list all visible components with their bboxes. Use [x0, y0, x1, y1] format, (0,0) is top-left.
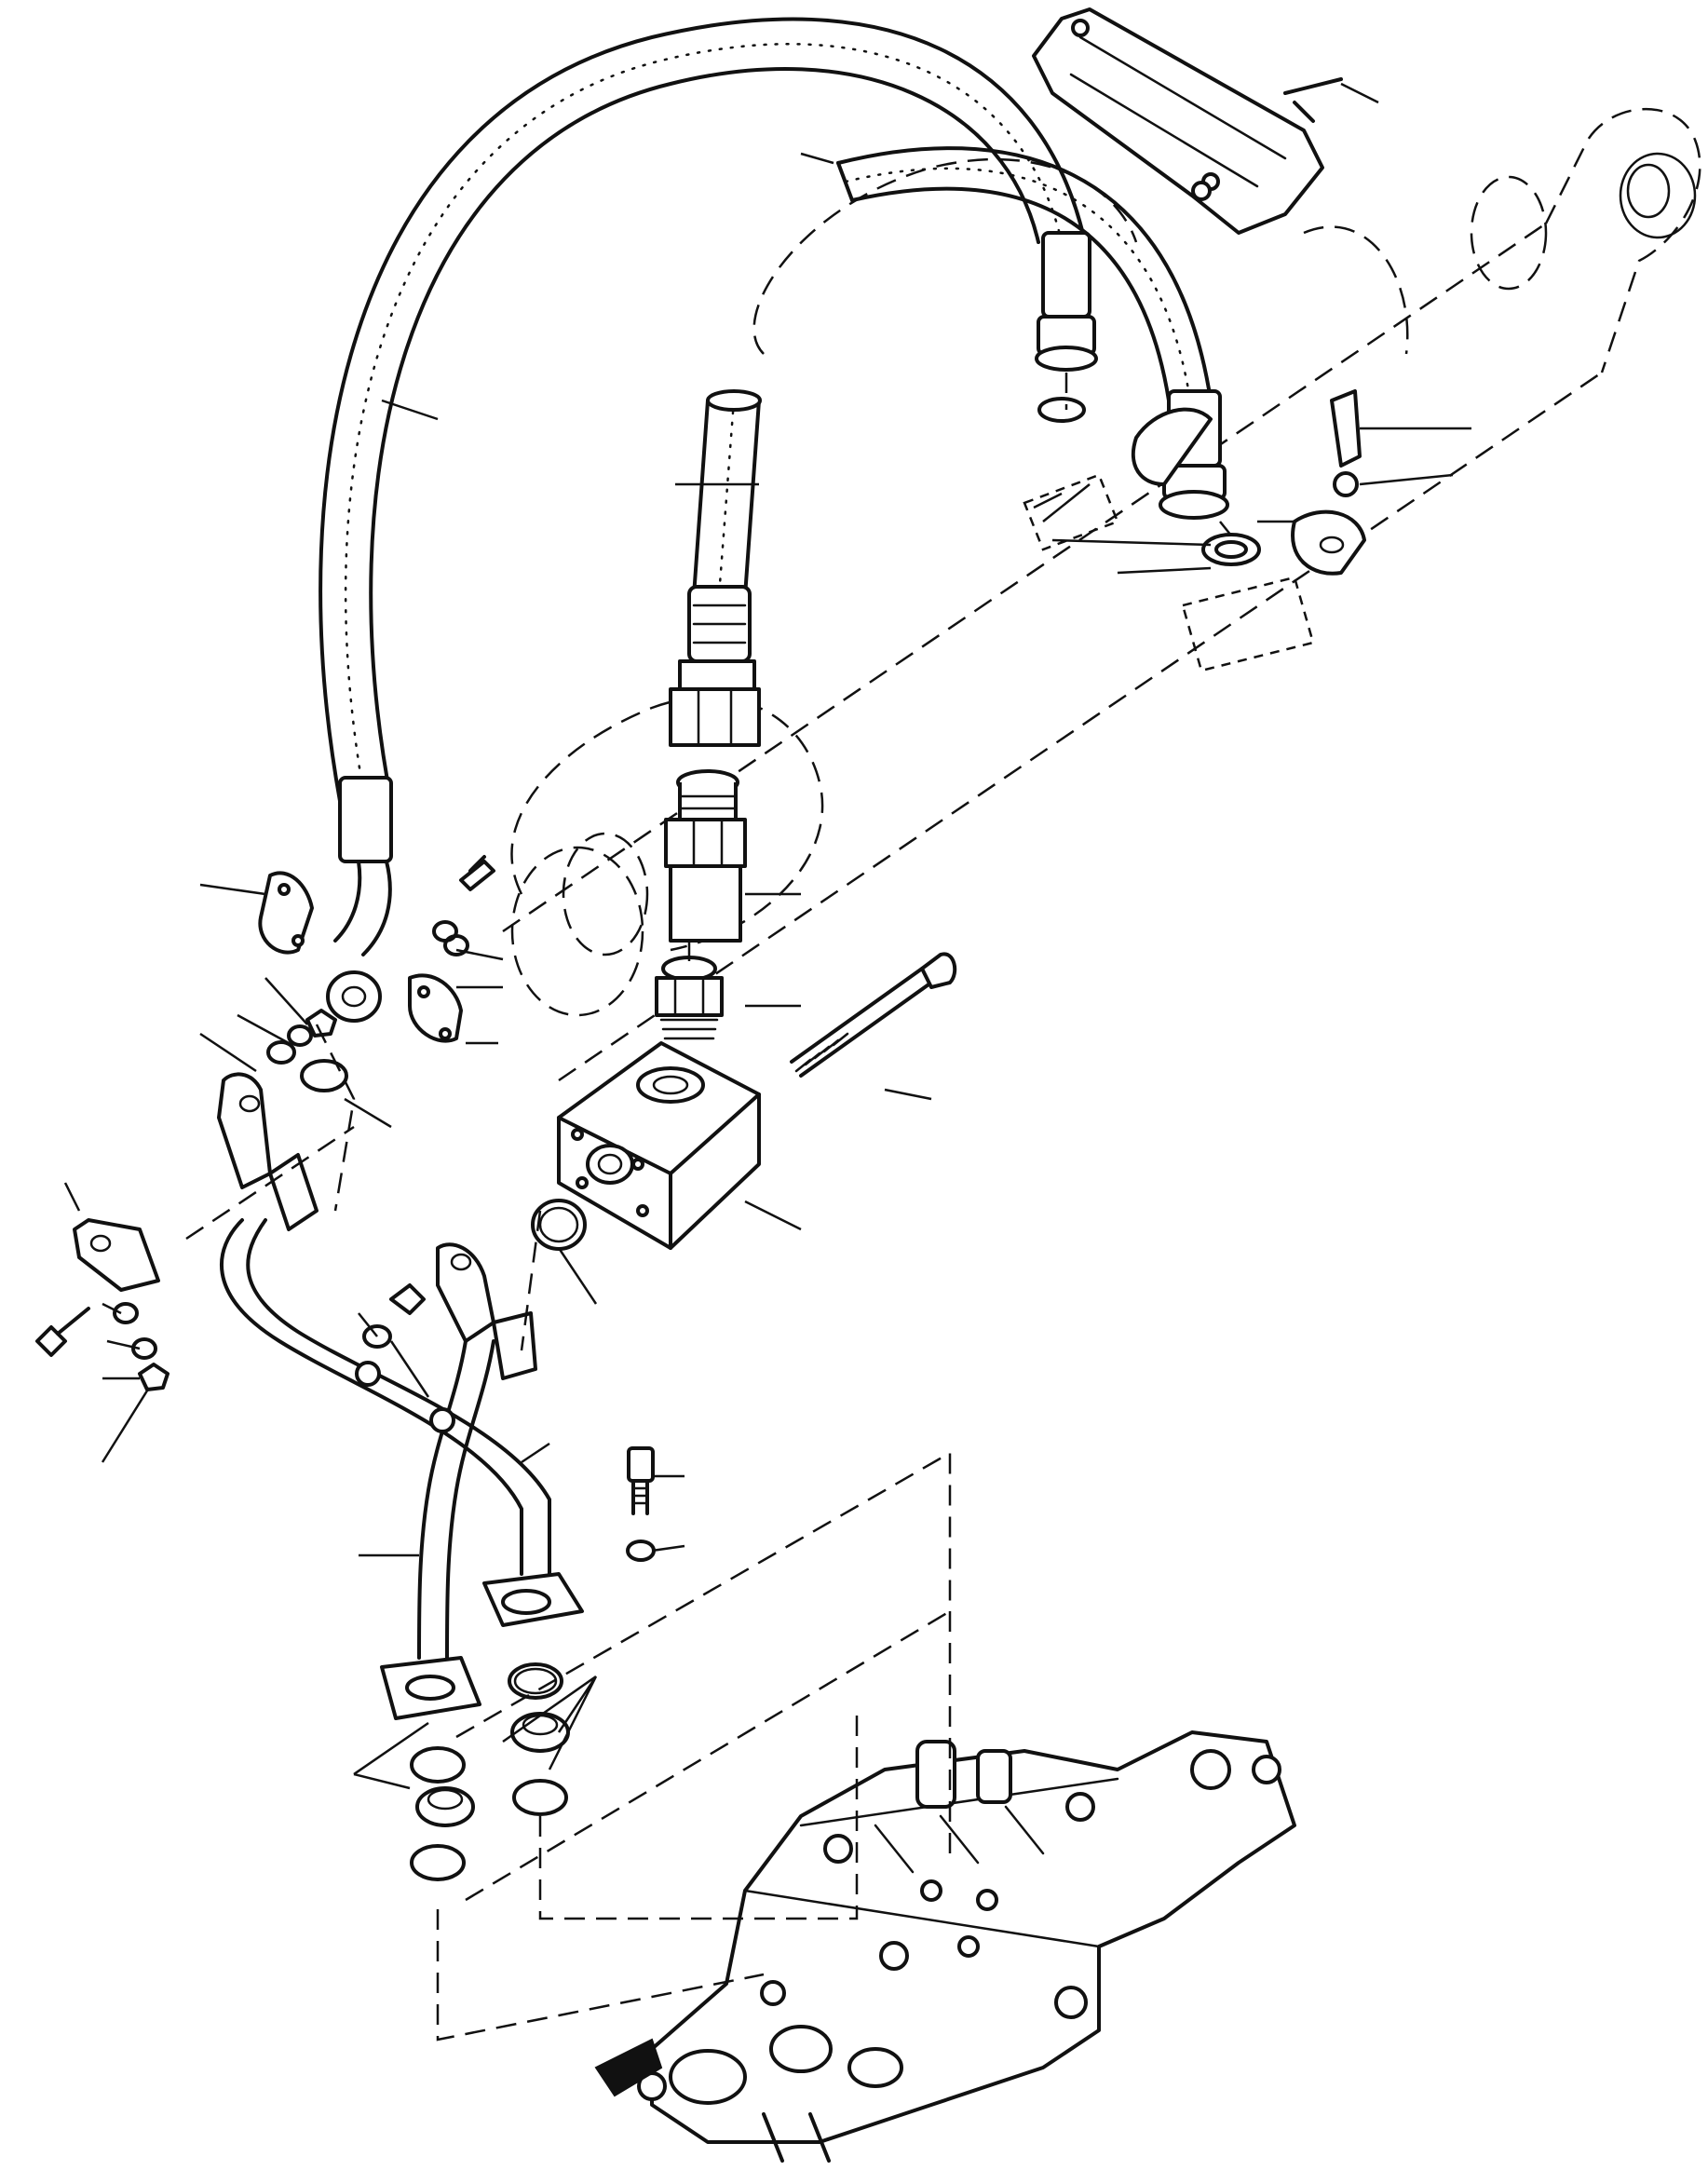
o-rings-and-seals [410, 1662, 570, 1881]
hose-vertical [669, 389, 762, 747]
flange-clamp-left [258, 855, 495, 1092]
bolt-nut-group-left [35, 1283, 426, 1391]
long-bolt [790, 952, 957, 1078]
adapter-fitting [655, 769, 747, 1040]
socket-bolt-right [626, 1446, 656, 1562]
assembly-dashed-lines [185, 373, 1232, 2042]
control-valve [594, 1730, 1296, 2163]
hose-long [319, 17, 1098, 956]
tube-assembly [73, 1072, 584, 1720]
callout-leaders [63, 82, 1471, 1790]
mounting-clamp [1032, 7, 1343, 235]
connector-block [531, 1041, 761, 1251]
flange-clamp-right [1131, 389, 1366, 576]
